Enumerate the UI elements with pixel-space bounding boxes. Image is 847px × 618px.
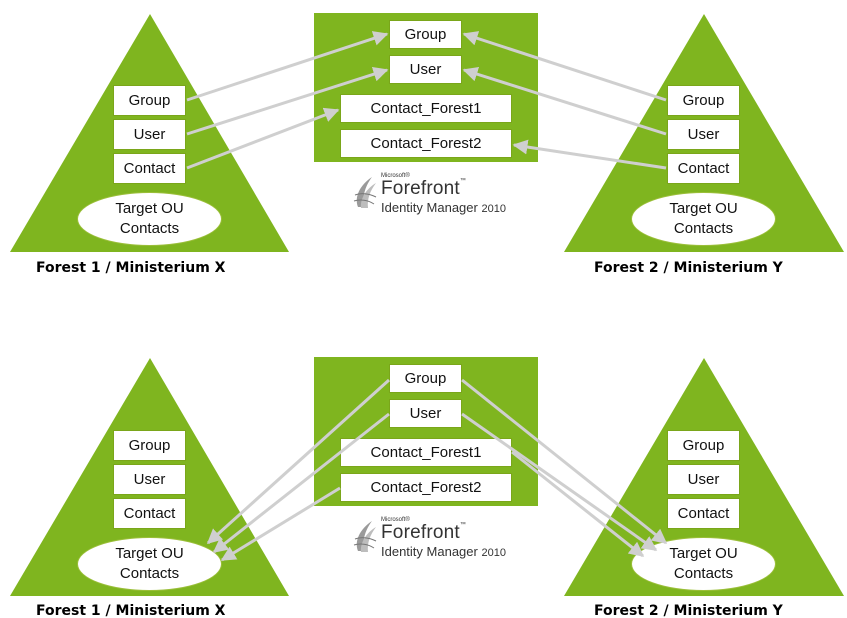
version-label: 2010	[481, 203, 506, 215]
target-ou-label: Target OU	[115, 200, 184, 217]
target-ou-label: Target OU	[115, 545, 184, 562]
fim-contact-forest2-object: Contact_Forest2	[340, 473, 512, 502]
target-ou-label: Target OU	[669, 200, 738, 217]
forest2-group-object: Group	[667, 430, 740, 461]
identity-manager-label: Identity Manager 2010	[381, 200, 506, 215]
forest1-target-ou-contacts: Target OU Contacts	[77, 192, 222, 246]
forest2-user-object: User	[667, 464, 740, 495]
forest2-contact-object: Contact	[667, 153, 740, 184]
microsoft-label: Microsoft®	[381, 517, 410, 523]
forefront-swirl-icon	[353, 521, 377, 552]
forest1-contact-object: Contact	[113, 153, 186, 184]
contacts-label: Contacts	[673, 220, 734, 237]
forefront-label: Forefront™	[381, 178, 467, 199]
forest2-contact-object: Contact	[667, 498, 740, 529]
forest2-caption: Forest 2 / Ministerium Y	[594, 260, 783, 276]
forest1-target-ou-contacts: Target OU Contacts	[77, 537, 222, 591]
forest2-caption: Forest 2 / Ministerium Y	[594, 603, 783, 618]
forest1-group-object: Group	[113, 430, 186, 461]
target-ou-label: Target OU	[669, 545, 738, 562]
fim-contact-forest1-object: Contact_Forest1	[340, 94, 512, 123]
fim-contact-forest1-object: Contact_Forest1	[340, 438, 512, 467]
contacts-label: Contacts	[673, 565, 734, 582]
forefront-logo: Microsoft® Forefront™ Identity Manager 2…	[352, 515, 552, 565]
forest2-group-object: Group	[667, 85, 740, 116]
forefront-swirl-icon	[353, 177, 377, 208]
version-label: 2010	[481, 547, 506, 559]
forefront-label: Forefront™	[381, 522, 467, 543]
identity-manager-label: Identity Manager 2010	[381, 544, 506, 559]
forest1-caption: Forest 1 / Ministerium X	[36, 260, 226, 276]
fim-group-object: Group	[389, 20, 462, 49]
forest1-caption: Forest 1 / Ministerium X	[36, 603, 226, 618]
fim-group-object: Group	[389, 364, 462, 393]
fim-user-object: User	[389, 399, 462, 428]
forest2-user-object: User	[667, 119, 740, 150]
forest1-user-object: User	[113, 464, 186, 495]
microsoft-label: Microsoft®	[381, 173, 410, 179]
contacts-label: Contacts	[119, 565, 180, 582]
forest2-target-ou-contacts: Target OU Contacts	[631, 537, 776, 591]
forest1-group-object: Group	[113, 85, 186, 116]
forest1-contact-object: Contact	[113, 498, 186, 529]
forest2-target-ou-contacts: Target OU Contacts	[631, 192, 776, 246]
fim-user-object: User	[389, 55, 462, 84]
forefront-logo: Microsoft® Forefront™ Identity Manager 2…	[352, 171, 552, 221]
fim-contact-forest2-object: Contact_Forest2	[340, 129, 512, 158]
contacts-label: Contacts	[119, 220, 180, 237]
forest1-user-object: User	[113, 119, 186, 150]
